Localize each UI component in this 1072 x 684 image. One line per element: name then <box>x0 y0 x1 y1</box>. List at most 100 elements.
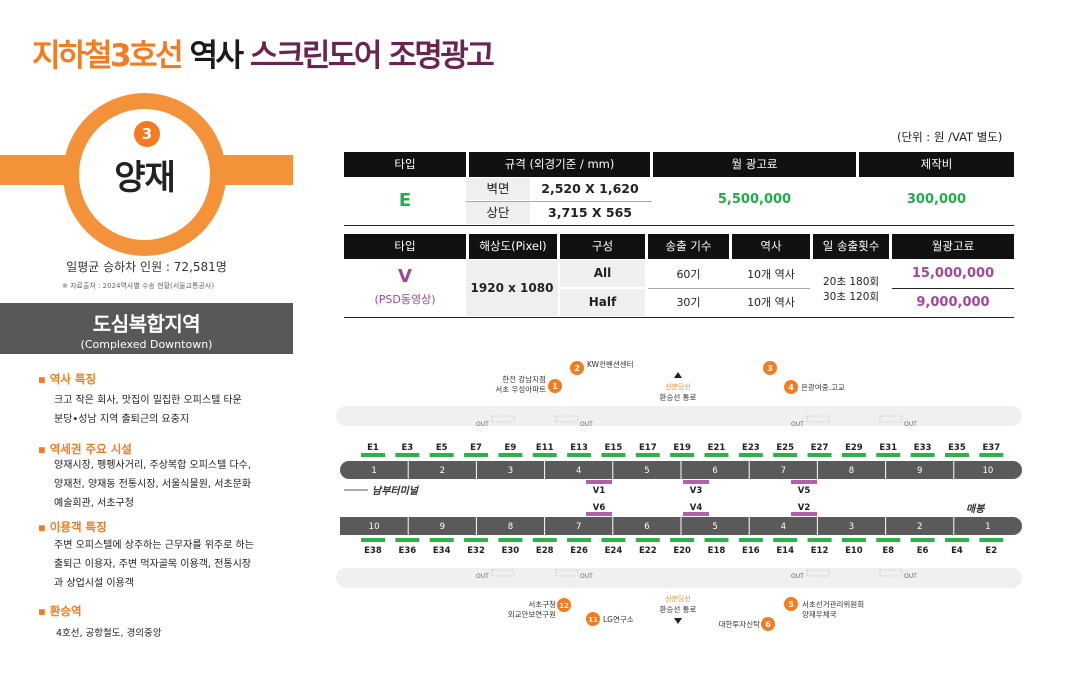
transfer-line: 신분당선 <box>665 382 691 391</box>
title-line: 지하철3호선 <box>32 38 184 74</box>
door-label-top: E21 <box>708 443 726 453</box>
title-product: 스크린도어 조명광고 <box>249 38 495 74</box>
door-marker-top <box>464 453 489 457</box>
table-header: 규격 (외경기준 / mm) <box>469 152 650 177</box>
door-marker-top <box>361 453 385 457</box>
screen-marker-bottom <box>586 512 612 516</box>
exit-badge <box>586 612 600 626</box>
door-label-bottom: E28 <box>536 546 554 556</box>
passage-bottom <box>336 568 1022 588</box>
door-label-bottom: E18 <box>708 546 726 556</box>
door-label-top: E7 <box>470 443 482 453</box>
car-number-bottom: 6 <box>644 522 649 532</box>
car-number-bottom: 7 <box>576 522 581 532</box>
production-cost-e: 300,000 <box>906 192 967 207</box>
divider <box>892 288 1014 289</box>
exit-badge <box>761 617 775 631</box>
direction-right: 매봉 <box>966 503 985 515</box>
exit-top-2: 2 KW컨벤션센터 <box>570 359 634 375</box>
exit-bottom-11: 11 LG연구소 <box>586 612 634 626</box>
door-marker-top <box>429 453 454 457</box>
exit-label: 은광여중.고교 <box>801 382 845 392</box>
door-label-bottom: E24 <box>605 546 623 556</box>
section-body-transfer: 4호선, 공항철도, 경의중앙 <box>56 624 286 643</box>
station-number-badge: 3 <box>134 121 160 147</box>
exit-bottom-5: 5 서초선거관리위원회 양재우체국 <box>784 597 864 619</box>
car-number-top: 2 <box>440 466 445 476</box>
car-number-bottom: 8 <box>508 522 513 532</box>
door-marker-bottom <box>601 538 626 542</box>
door-label-top: E31 <box>879 443 897 453</box>
car-number-bottom: 4 <box>781 522 786 532</box>
door-label-top: E19 <box>673 443 691 453</box>
door-marker-bottom <box>773 538 798 542</box>
units-all: 60기 <box>676 268 701 281</box>
out-gate-label: OUT <box>580 421 593 428</box>
door-label-top: E25 <box>776 443 794 453</box>
door-marker-bottom <box>910 538 935 542</box>
out-gate-label: OUT <box>476 573 489 580</box>
door-marker-bottom <box>704 538 729 542</box>
page-title: 지하철3호선 역사 스크린도어 조명광고 <box>32 30 495 75</box>
door-label-top: E13 <box>570 443 588 453</box>
table-header: 월광고료 <box>892 234 1014 259</box>
exit-badge <box>557 598 571 612</box>
config-half: Half <box>560 289 645 316</box>
door-label-top: E3 <box>401 443 413 453</box>
exit-number: 12 <box>559 602 569 610</box>
table-header: 타입 <box>344 152 466 177</box>
out-gate-label: OUT <box>580 573 593 580</box>
car-number-bottom: 1 <box>985 522 990 532</box>
door-label-bottom: E38 <box>364 546 382 556</box>
section-heading-facilities: ▪ 역세권 주요 시설 <box>38 442 132 456</box>
door-marker-bottom <box>395 538 420 542</box>
car-number-top: 3 <box>508 466 513 476</box>
out-gate-label: OUT <box>476 421 489 428</box>
exit-label: KW컨벤션센터 <box>587 359 634 369</box>
screen-marker-bottom <box>791 512 817 516</box>
door-marker-top <box>841 453 866 457</box>
screen-label-top: V1 <box>593 486 606 496</box>
gate-icon <box>555 415 579 423</box>
door-marker-bottom <box>876 538 901 542</box>
data-source-note: ※ 자료출처 : 2024역사별 수송 현황(서울교통공사) <box>62 282 215 290</box>
section-line: 양재시장, 펭펭사거리, 주상복합 오피스텔 다수, <box>54 460 252 471</box>
gate-icon <box>491 415 515 423</box>
exit-number: 3 <box>767 364 773 373</box>
exit-top-1: 한전 강남지점 서초 우성아파트 1 <box>495 374 562 394</box>
transfer-label: 환승선 통로 <box>660 392 697 402</box>
exit-badge <box>570 361 584 375</box>
type-v-subtitle: (PSD동영상) <box>374 293 436 306</box>
section-heading-features: ▪ 역사 특징 <box>38 372 97 386</box>
unit-note: (단위 : 원 /VAT 별도) <box>897 130 1003 144</box>
section-body-facilities: 양재시장, 펭펭사거리, 주상복합 오피스텔 다수, 양재천, 양재동 전통시장… <box>54 456 284 513</box>
section-line: 과 상업시설 이용객 <box>54 578 134 589</box>
passage-top <box>336 406 1022 426</box>
section-line: 출퇴근 이용자, 주변 먹자골목 이용객, 전통시장 <box>54 559 252 570</box>
door-label-bottom: E8 <box>882 546 894 556</box>
door-label-bottom: E30 <box>502 546 520 556</box>
exit-label: 외교안보연구원 <box>508 609 556 619</box>
out-gate-label: OUT <box>791 573 804 580</box>
door-marker-top <box>498 453 523 457</box>
screen-label-bottom: V4 <box>690 503 703 513</box>
section-line: 분당•성남 지역 출퇴근의 요충지 <box>54 414 190 425</box>
table-header: 역사 <box>732 234 810 259</box>
table-header: 송출 기수 <box>648 234 729 259</box>
screen-marker-top <box>791 480 817 484</box>
door-label-bottom: E12 <box>811 546 829 556</box>
divider <box>344 317 1014 318</box>
exit-number: 4 <box>788 383 794 392</box>
exit-badge <box>763 361 777 375</box>
exit-label: LG연구소 <box>603 615 634 624</box>
transfer-line: 신분당선 <box>665 594 691 603</box>
screen-label-top: V3 <box>690 486 703 496</box>
arrow-up-icon <box>674 372 682 378</box>
screen-label-top: V5 <box>798 486 811 496</box>
door-label-top: E35 <box>948 443 966 453</box>
section-body-users: 주변 오피스텔에 상주하는 근무자를 위주로 하는 출퇴근 이용자, 주변 먹자… <box>54 536 284 593</box>
out-gate-label: OUT <box>904 573 917 580</box>
door-marker-bottom <box>464 538 489 542</box>
car-number-top: 4 <box>576 466 581 476</box>
table-header: 해상도(Pixel) <box>469 234 557 259</box>
